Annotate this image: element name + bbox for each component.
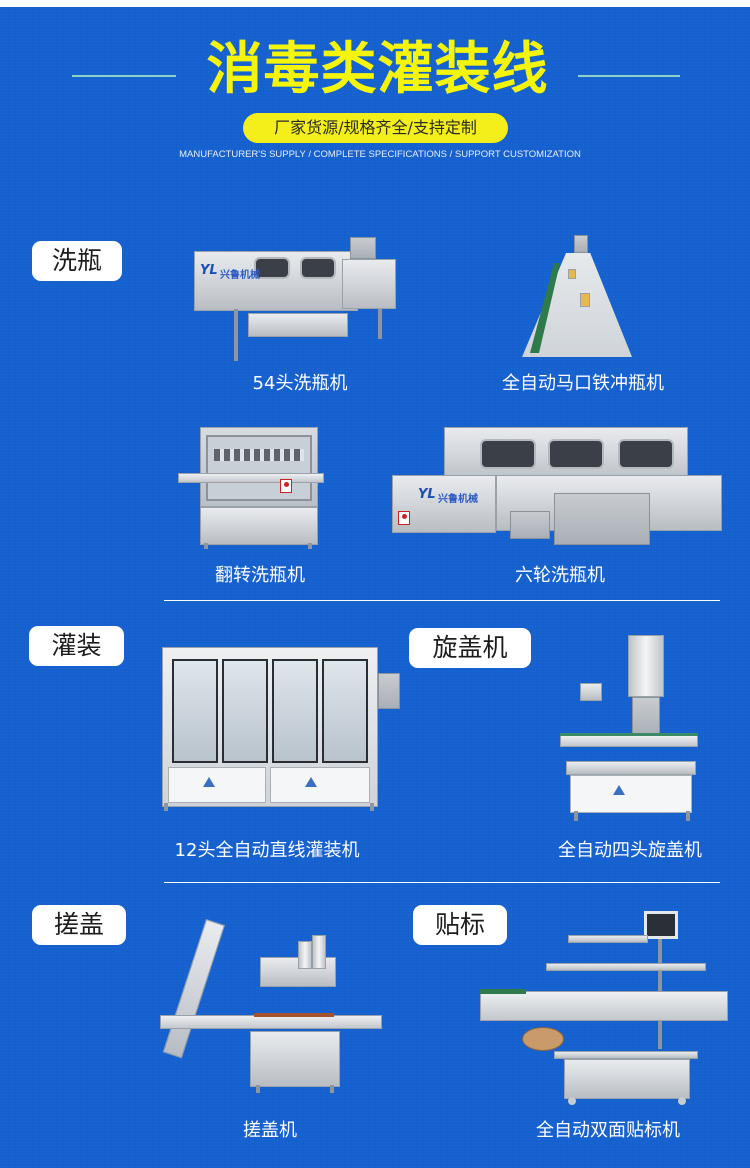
caption-tinplate-rinser: 全自动马口铁冲瓶机 <box>502 373 664 394</box>
caption-bottle-washer-54-head: 54头洗瓶机 <box>252 373 348 394</box>
tinplate-bottle-rinser-image <box>522 233 638 357</box>
header-right-line <box>578 75 680 77</box>
subtitle-pill: 厂家货源/规格齐全/支持定制 <box>243 113 508 143</box>
product-poster: 消毒类灌装线 厂家货源/规格齐全/支持定制 MANUFACTURER'S SUP… <box>0 7 750 1168</box>
caption-flip-bottle-washer: 翻转洗瓶机 <box>215 565 305 586</box>
section-label-cap-rolling: 搓盖 <box>32 905 126 945</box>
caption-four-head-capping-machine: 全自动四头旋盖机 <box>558 840 702 861</box>
flip-bottle-washer-image <box>178 427 324 549</box>
caption-six-wheel-bottle-washer: 六轮洗瓶机 <box>515 565 605 586</box>
brand-logo-text: 兴鲁机械 <box>220 270 260 281</box>
brand-logo-mark: YL <box>200 263 218 278</box>
caption-linear-filling-machine: 12头全自动直线灌装机 <box>174 840 360 861</box>
section-label-bottle-washing: 洗瓶 <box>32 241 122 281</box>
header-left-line <box>72 75 176 77</box>
brand-logo-text: 兴鲁机械 <box>438 494 478 505</box>
four-head-capping-machine-image <box>560 631 704 823</box>
section-divider <box>164 600 720 601</box>
linear-filling-machine-image <box>160 643 402 813</box>
section-label-capping: 旋盖机 <box>409 628 531 668</box>
bottle-washer-54-head-image: YL 兴鲁机械 <box>192 229 398 361</box>
section-label-labeling: 贴标 <box>413 905 507 945</box>
section-divider <box>164 882 720 883</box>
section-label-filling: 灌装 <box>29 626 124 666</box>
brand-logo-mark: YL <box>418 487 436 502</box>
six-wheel-bottle-washer-image: YL 兴鲁机械 <box>392 425 722 545</box>
cap-rolling-machine-image <box>160 915 384 1107</box>
page-title: 消毒类灌装线 <box>206 37 549 102</box>
double-side-labeling-machine-image <box>478 911 728 1105</box>
caption-cap-rolling-machine: 搓盖机 <box>243 1120 297 1141</box>
subtitle-english: MANUFACTURER'S SUPPLY / COMPLETE SPECIFI… <box>179 149 581 160</box>
caption-double-side-labeling-machine: 全自动双面贴标机 <box>536 1120 680 1141</box>
